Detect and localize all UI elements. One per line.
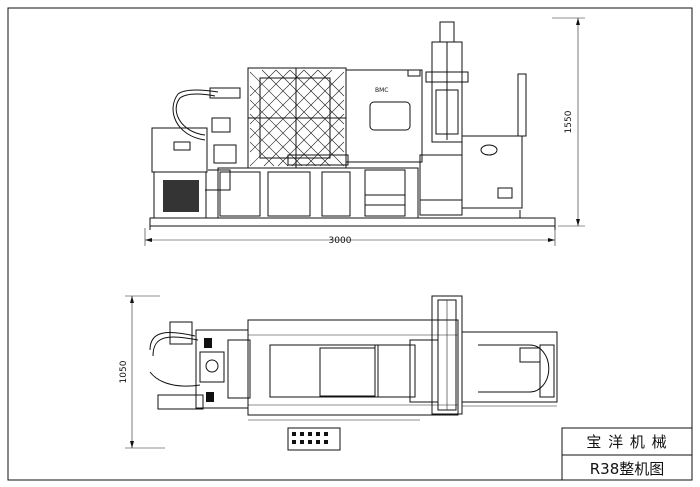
injection-housing	[345, 69, 423, 163]
company-name: 宝 洋 机 械	[586, 433, 668, 451]
dimension-length-label: 3000	[329, 236, 352, 246]
svg-text:BMC: BMC	[375, 87, 388, 94]
pump-motor-top	[195, 329, 249, 409]
cooler-grille	[163, 180, 199, 212]
top-view	[149, 295, 558, 451]
chimney	[517, 73, 527, 137]
sheet-border	[7, 7, 693, 481]
drawing-title: R38整机图	[589, 460, 665, 478]
hydraulic-pipe	[175, 93, 216, 136]
cooler-unit	[153, 171, 207, 219]
operator-panel	[287, 427, 341, 451]
machine-bed-top	[247, 319, 459, 416]
furnace	[461, 135, 523, 209]
front-view: BMC	[149, 21, 556, 230]
machine-base-body	[217, 167, 419, 219]
dimension-width	[125, 295, 165, 449]
guard-mesh	[249, 69, 345, 167]
furnace-top	[461, 331, 558, 403]
dimension-length	[144, 228, 556, 246]
mold-platen	[319, 347, 376, 397]
title-block	[561, 427, 693, 481]
dimension-width-label: 1050	[119, 360, 129, 383]
base-frame	[149, 217, 556, 227]
dimension-height	[552, 17, 585, 227]
dimension-height-label: 1550	[564, 110, 574, 133]
